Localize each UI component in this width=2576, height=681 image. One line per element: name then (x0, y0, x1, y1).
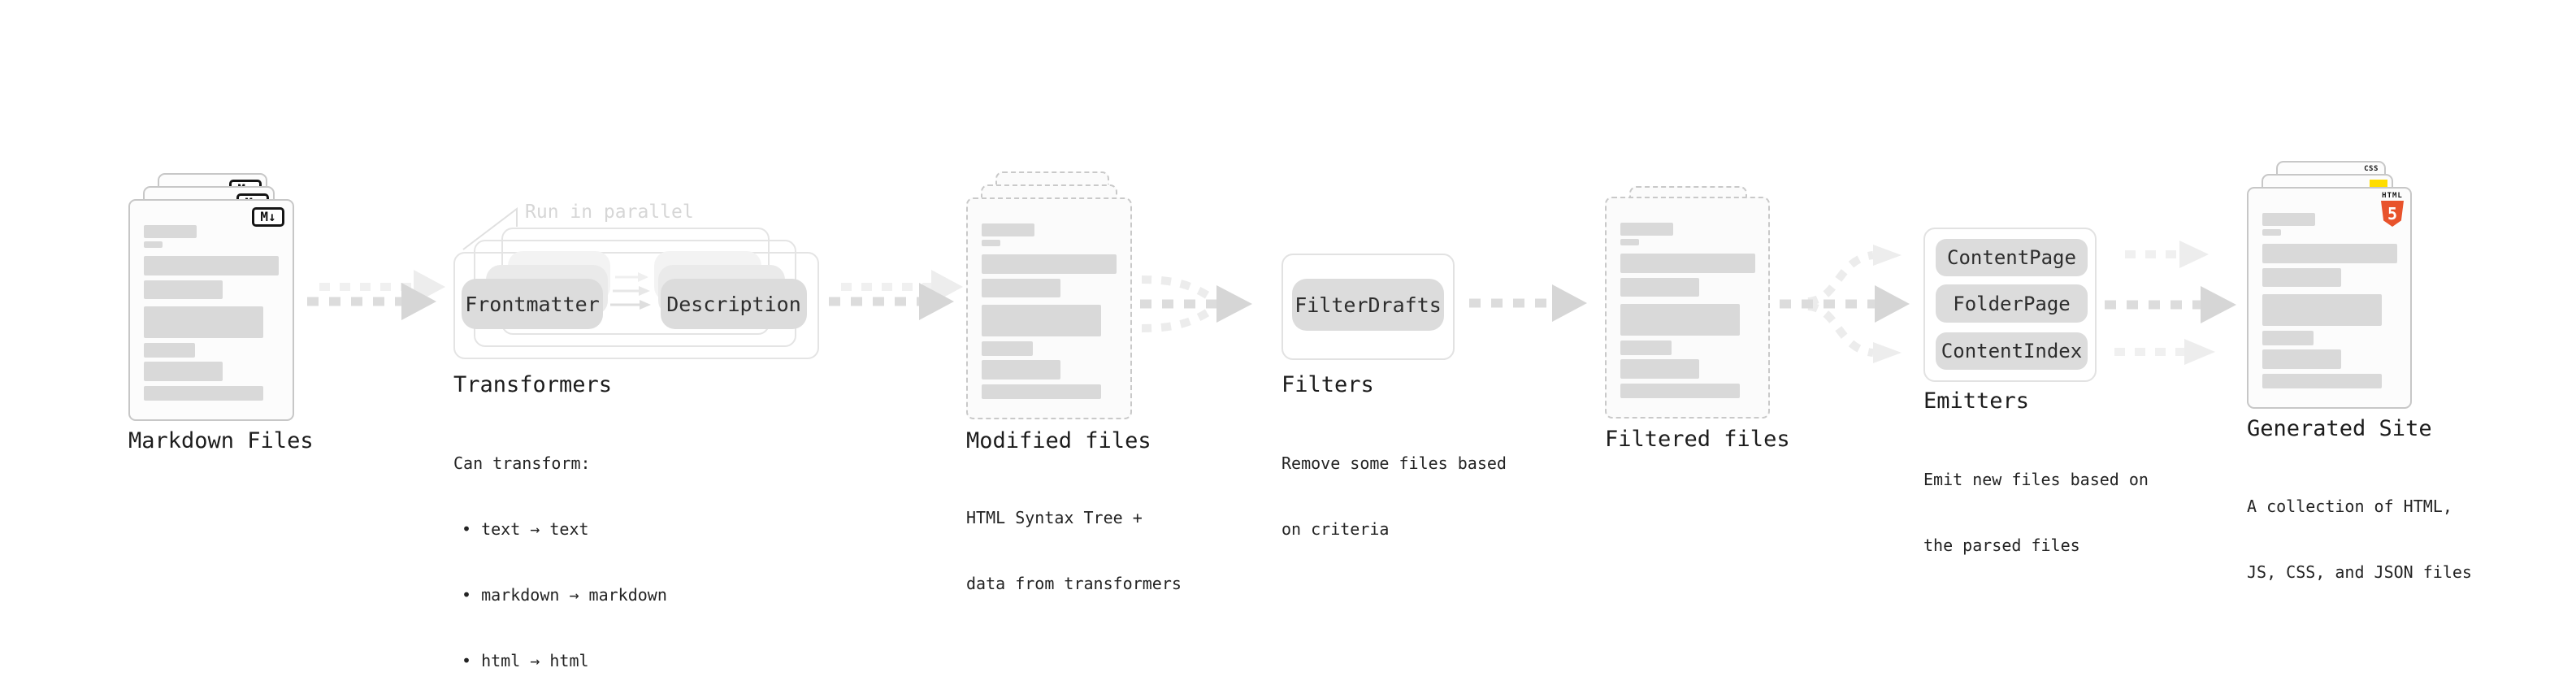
markdown-files-label: Markdown Files (128, 428, 314, 453)
text-bar (1620, 359, 1699, 379)
text-bar (2262, 374, 2382, 388)
text-bar (1620, 278, 1699, 297)
text-bar (982, 384, 1101, 399)
text-bar (982, 223, 1034, 236)
folderpage-pill: FolderPage (1936, 284, 2088, 323)
parallel-mini-arrows (610, 272, 651, 310)
text-bar (2262, 349, 2341, 369)
arrow-filtered-to-emitters (1780, 245, 1910, 363)
text-bar (2262, 294, 2382, 326)
html-file-card: HTML 5 (2247, 187, 2412, 409)
text-bar (2262, 331, 2314, 345)
text-bar (144, 225, 197, 238)
generated-site-caption: A collection of HTML, JS, CSS, and JSON … (2247, 497, 2472, 582)
markdown-file-card-front: M↓ (128, 199, 294, 421)
filtered-file-card-front (1605, 197, 1770, 419)
arrow-emitters-to-site (2105, 241, 2236, 365)
contentpage-pill: ContentPage (1936, 239, 2088, 276)
text-bar (144, 386, 263, 401)
filters-panel: FilterDrafts (1281, 254, 1455, 360)
text-bar (1620, 254, 1755, 273)
transformers-caption: Can transform: text → text markdown → ma… (453, 409, 667, 681)
text-bar (2262, 213, 2315, 226)
text-bar (1620, 223, 1673, 236)
emitters-caption: Emit new files based on the parsed files (1923, 470, 2149, 555)
text-bar (2262, 229, 2281, 236)
text-bar (982, 254, 1117, 274)
modified-files-caption: HTML Syntax Tree + data from transformer… (966, 508, 1182, 593)
html5-icon: HTML 5 (2379, 192, 2405, 227)
text-bar (144, 306, 263, 338)
emitters-panel: ContentPage FolderPage ContentIndex (1923, 228, 2097, 382)
text-bar (982, 360, 1060, 380)
text-bar (982, 305, 1101, 336)
text-bar (982, 341, 1033, 356)
filtered-files-label: Filtered files (1605, 427, 1790, 452)
transformers-label: Transformers (453, 372, 613, 397)
generated-site-stack: CSS HTML 5 (2247, 161, 2450, 421)
text-bar (144, 362, 223, 381)
transformer-box-front (453, 252, 819, 359)
modified-files-stack (966, 171, 1169, 432)
emitters-label: Emitters (1923, 388, 2030, 414)
arrow-markdown-to-transformers (307, 270, 445, 320)
text-bar (144, 256, 279, 275)
arrow-filters-to-filtered (1469, 284, 1587, 322)
text-bar (144, 343, 195, 358)
text-bar (2262, 244, 2397, 263)
frontmatter-pill: Frontmatter (462, 279, 603, 329)
filters-caption: Remove some files based on criteria (1281, 453, 1507, 539)
filterdrafts-pill: FilterDrafts (1292, 279, 1444, 331)
text-bar (144, 280, 223, 299)
text-bar (2262, 268, 2341, 287)
text-bar (1620, 340, 1672, 355)
generated-site-label: Generated Site (2247, 416, 2432, 441)
text-bar (982, 279, 1060, 297)
run-in-parallel-callout-line (462, 206, 518, 250)
text-bar (1620, 384, 1740, 398)
text-bar (144, 241, 163, 248)
filtered-files-stack (1605, 186, 1808, 446)
description-pill: Description (661, 279, 807, 329)
filters-label: Filters (1281, 372, 1374, 397)
arrow-transformers-to-modified (829, 270, 963, 320)
text-bar (1620, 304, 1740, 336)
text-bar (982, 240, 1000, 246)
contentindex-pill: ContentIndex (1936, 332, 2088, 370)
arrow-modified-to-filters (1140, 275, 1252, 332)
markdown-files-stack: M↓ M↓ M↓ (128, 173, 332, 433)
run-in-parallel-annotation: Run in parallel (525, 202, 694, 223)
markdown-icon: M↓ (252, 207, 284, 227)
modified-files-label: Modified files (966, 428, 1151, 453)
modified-file-card-front (966, 197, 1132, 419)
text-bar (1620, 239, 1639, 245)
